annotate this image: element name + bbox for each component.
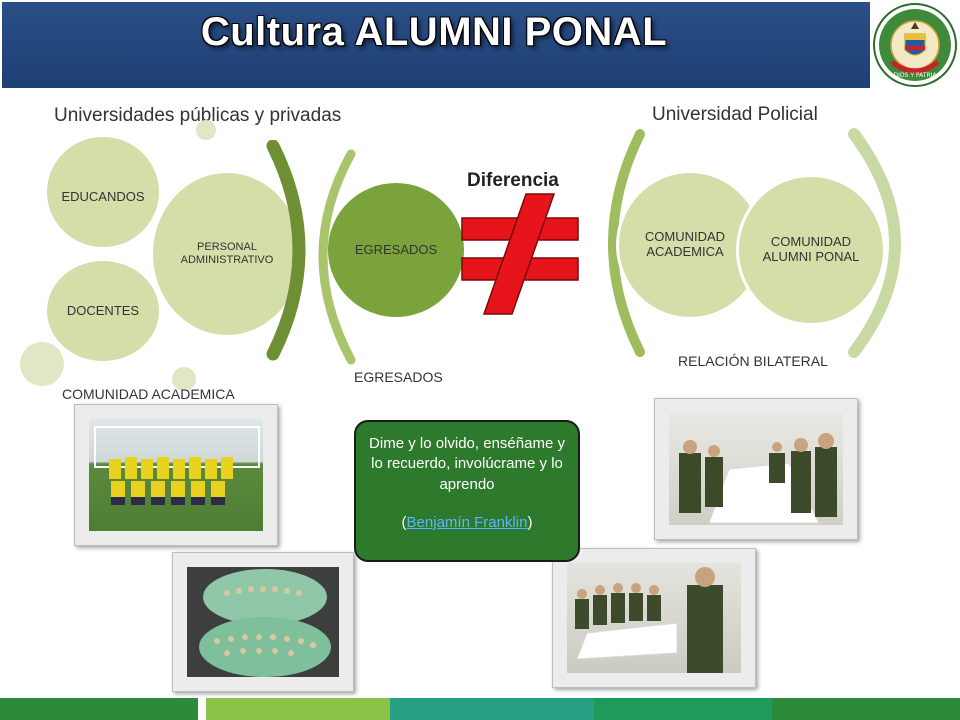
footer-segment [0, 698, 198, 720]
circle-egresados-label: EGRESADOS [354, 241, 438, 257]
quote-close-paren: ) [527, 513, 533, 531]
photo-police-dinner [552, 548, 756, 688]
footer-segment [390, 698, 594, 720]
circle-educandos-label: EDUCANDOS [61, 188, 145, 204]
heading-diferencia: Diferencia [467, 170, 559, 191]
header-bar [2, 2, 870, 88]
label-relacion-bilateral: RELACIÓN BILATERAL [678, 353, 828, 369]
quote-text: Dime y lo olvido, enséñame y lo recuerdo… [369, 435, 565, 493]
heading-universidad-policial: Universidad Policial [652, 104, 818, 125]
label-comunidad-academica: COMUNIDAD ACADEMICA [62, 386, 235, 402]
quote-attribution: (Benjamín Franklin) [364, 513, 570, 533]
circle-educandos: EDUCANDOS [44, 134, 162, 250]
circle-comunidad-alumni: COMUNIDAD ALUMNI PONAL [736, 174, 886, 326]
circle-docentes: DOCENTES [44, 258, 162, 364]
police-seal-icon: DIOS Y PATRIA [873, 3, 957, 87]
quote-box: Dime y lo olvido, enséñame y lo recuerdo… [354, 420, 580, 562]
decor-bubble [20, 342, 64, 386]
footer-segment [772, 698, 960, 720]
not-equal-icon [461, 193, 579, 315]
photo-football-team [74, 404, 278, 546]
quote-open-paren: ( [401, 513, 407, 531]
logo-motto: DIOS Y PATRIA [894, 72, 938, 79]
author-link[interactable]: Benjamín Franklin [406, 513, 528, 531]
relation-arcs [608, 128, 901, 358]
decor-bubble [196, 120, 216, 140]
footer-bar [0, 698, 960, 720]
footer-gap [198, 698, 206, 720]
label-egresados: EGRESADOS [354, 369, 443, 385]
photo-police-meeting [654, 398, 858, 540]
heading-universidades: Universidades públicas y privadas [54, 105, 342, 126]
decor-bubble [172, 367, 196, 391]
footer-segment [594, 698, 772, 720]
page-title: Cultura ALUMNI PONAL [200, 10, 668, 54]
circle-docentes-label: DOCENTES [66, 302, 140, 318]
circle-personal-administrativo: PERSONAL ADMINISTRATIVO [150, 170, 304, 338]
circle-comunidad-academica-label: COMUNIDAD ACADEMICA [644, 229, 726, 259]
footer-segment [206, 698, 390, 720]
bracket-arcs [266, 140, 356, 365]
photo-classroom [172, 552, 354, 692]
circle-comunidad-alumni-label: COMUNIDAD ALUMNI PONAL [762, 234, 860, 264]
circle-egresados: EGRESADOS [328, 183, 464, 317]
circle-personal-label: PERSONAL ADMINISTRATIVO [180, 240, 274, 266]
